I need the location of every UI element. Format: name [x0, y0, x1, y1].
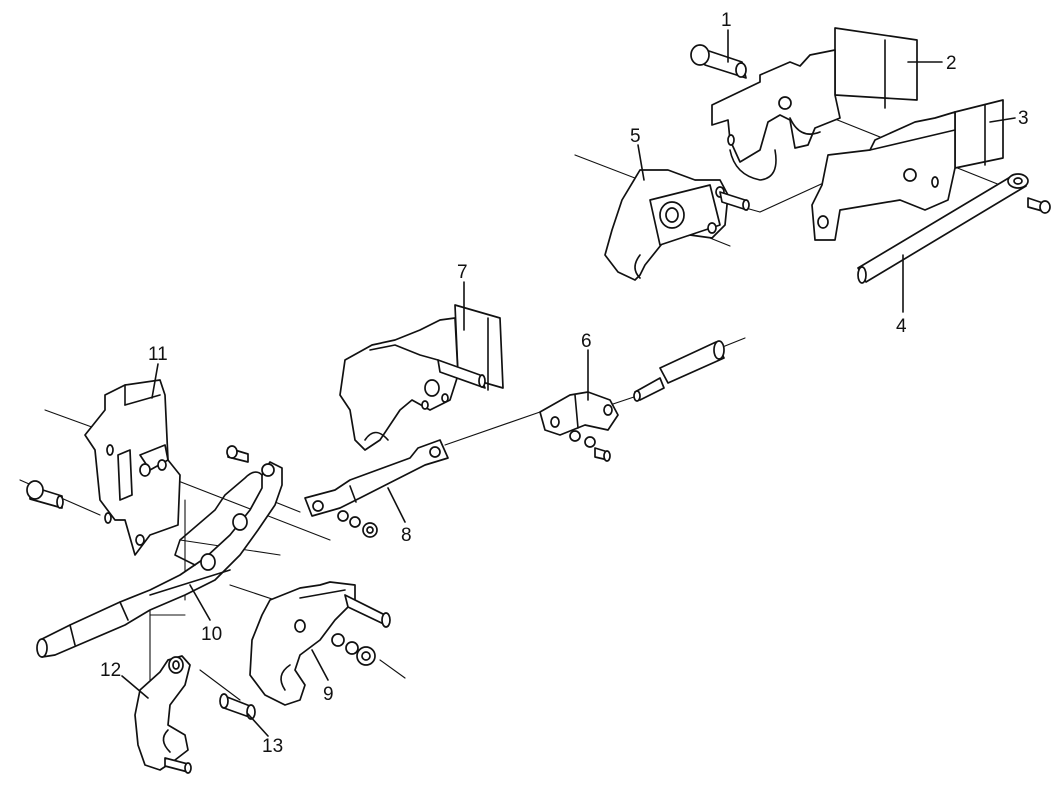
callout-labels: 1 2 3 4 5 6 7 8 9 10 11 12 13	[100, 10, 1029, 757]
part-10-main-lever	[36, 461, 283, 658]
callout-12: 12	[100, 660, 121, 681]
part-5-hook-lever	[604, 169, 750, 281]
small-bolt-3	[1027, 197, 1051, 214]
part-11-side-bracket	[84, 379, 181, 556]
small-bolt-10	[226, 445, 249, 463]
callout-1: 1	[721, 10, 732, 31]
callout-7: 7	[457, 262, 468, 283]
part-9-lower-hook	[249, 581, 391, 706]
part-1-pin	[690, 44, 747, 79]
callout-3: 3	[1018, 108, 1029, 129]
callout-10: 10	[201, 624, 222, 645]
callout-9: 9	[323, 684, 334, 705]
part-8-link-bar	[304, 439, 449, 538]
left-bolt	[26, 480, 64, 509]
callout-8: 8	[401, 525, 412, 546]
callout-13: 13	[262, 736, 283, 757]
part-3-lower-bracket	[811, 99, 1004, 241]
part-6-small-bracket	[539, 391, 619, 462]
upper-pin	[633, 340, 725, 402]
callout-11: 11	[148, 344, 168, 365]
part-7-center-bracket	[339, 304, 504, 451]
callout-2: 2	[946, 53, 957, 74]
part-2-upper-bracket	[711, 27, 918, 181]
callout-5: 5	[630, 126, 641, 147]
callout-4: 4	[896, 316, 907, 337]
callout-6: 6	[581, 331, 592, 352]
part-12-small-hook	[134, 655, 192, 774]
part-13-small-pin	[219, 693, 256, 720]
leader-lines	[121, 29, 1016, 737]
part-4-rod	[857, 173, 1029, 284]
